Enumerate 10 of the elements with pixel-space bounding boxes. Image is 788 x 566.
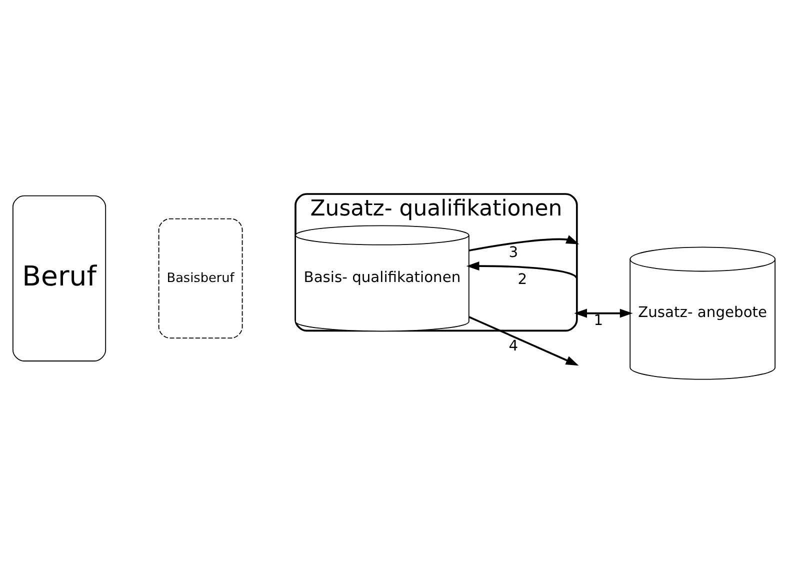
- arrow: [468, 235, 580, 252]
- edge-label: 4: [508, 338, 518, 355]
- node-box: Beruf: [12, 195, 106, 362]
- edge-label: 1: [594, 312, 604, 330]
- arrow: [466, 262, 578, 279]
- arrow: [468, 316, 579, 366]
- edge-label: 3: [508, 244, 518, 261]
- arrow: [574, 308, 633, 318]
- node-box: Basisberuf: [158, 218, 243, 338]
- edge-label: 2: [518, 270, 528, 288]
